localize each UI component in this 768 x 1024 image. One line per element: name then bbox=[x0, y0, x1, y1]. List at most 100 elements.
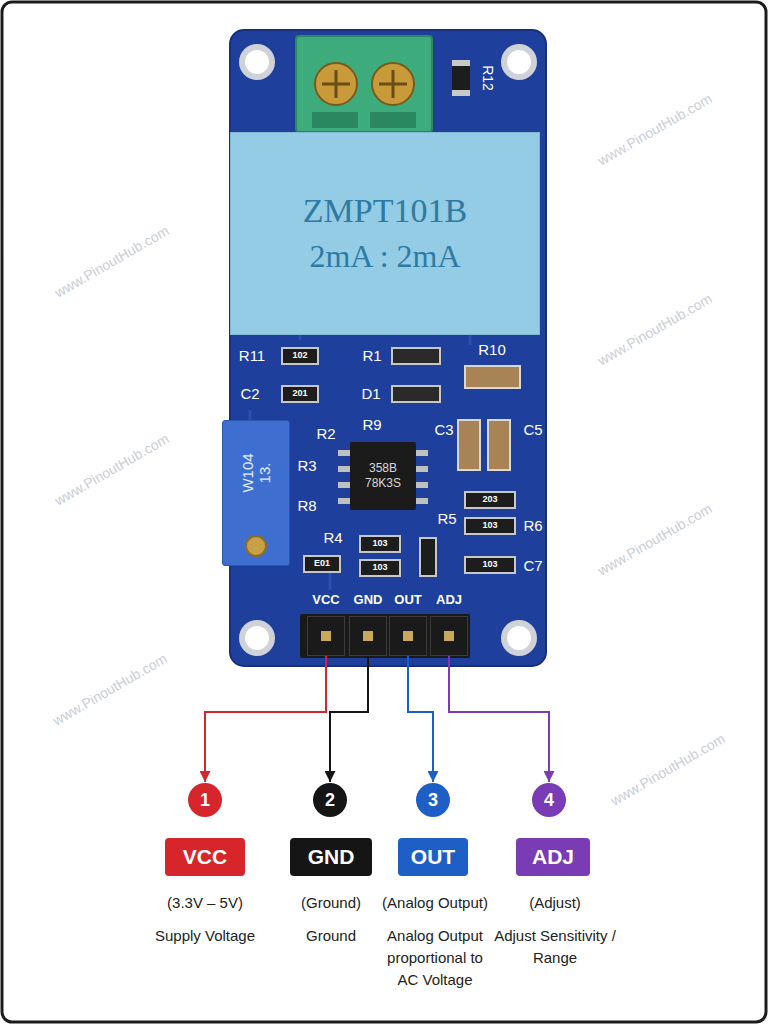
component-label: R3 bbox=[297, 458, 316, 475]
leader-wire bbox=[330, 656, 368, 782]
pin-name: GND bbox=[308, 845, 355, 869]
mounting-hole bbox=[242, 623, 272, 653]
chip-leg bbox=[416, 498, 428, 504]
smd-resistor bbox=[360, 560, 400, 576]
component-label: R5 bbox=[437, 511, 456, 528]
pin-silkscreen: GND bbox=[354, 592, 383, 607]
chip-leg bbox=[338, 498, 350, 504]
header-pin: OUT bbox=[389, 616, 427, 656]
part-code: 102 bbox=[292, 351, 307, 361]
component-label: R8 bbox=[297, 498, 316, 515]
pin-tag: VCC bbox=[165, 838, 245, 876]
number-circle: 2 bbox=[313, 783, 347, 817]
component-label: C7 bbox=[523, 558, 542, 575]
pin-silkscreen: ADJ bbox=[436, 592, 462, 607]
smd-capacitor bbox=[458, 420, 480, 470]
mounting-hole bbox=[504, 623, 534, 653]
pot-marking-block: W10413. bbox=[239, 453, 274, 492]
callout-number: 3 bbox=[428, 790, 438, 811]
chip-leg bbox=[338, 466, 350, 472]
smd-resistor bbox=[465, 518, 515, 534]
component-label: R1 bbox=[362, 348, 381, 365]
smd-capacitor bbox=[465, 366, 520, 388]
smd-cap-end bbox=[452, 90, 470, 96]
smd-parts bbox=[282, 348, 520, 576]
pin-description: Ground bbox=[306, 928, 356, 945]
smd-resistor bbox=[360, 536, 400, 552]
watermark: www.PinoutHub.com bbox=[595, 91, 715, 169]
pin-description: Adjust Sensitivity / Range bbox=[480, 925, 630, 969]
component-label: R9 bbox=[362, 417, 381, 434]
transformer-marking: 2mA : 2mA bbox=[309, 238, 460, 275]
header-pin-metal bbox=[444, 631, 454, 641]
part-code: 103 bbox=[372, 563, 387, 573]
mounting-hole bbox=[242, 47, 272, 77]
pin-range: (Adjust) bbox=[529, 895, 581, 912]
watermark: www.PinoutHub.com bbox=[608, 731, 728, 809]
header-pin: GND bbox=[349, 616, 387, 656]
potentiometer: W10413. bbox=[222, 420, 290, 566]
component-label: C2 bbox=[240, 386, 259, 403]
smd-resistor bbox=[465, 557, 515, 573]
smd-resistor bbox=[282, 386, 318, 402]
pin-name: OUT bbox=[411, 845, 455, 869]
transformer-marking: ZMPT101B bbox=[303, 192, 467, 230]
leader-wire bbox=[408, 656, 433, 782]
component-label: R11 bbox=[239, 348, 265, 365]
pin-description: Analog Output proportional to AC Voltage bbox=[375, 925, 495, 991]
terminal-block bbox=[296, 36, 432, 132]
mounting-hole bbox=[504, 47, 534, 77]
pot-knob bbox=[245, 535, 267, 557]
header-pin: VCC bbox=[307, 616, 345, 656]
smd-resistor bbox=[304, 556, 340, 572]
component-label: R10 bbox=[478, 342, 506, 359]
terminal-opening bbox=[370, 112, 416, 128]
component-label: R4 bbox=[323, 530, 342, 547]
chip-leg bbox=[416, 482, 428, 488]
part-code: 103 bbox=[482, 560, 497, 570]
component-label: C3 bbox=[434, 422, 453, 439]
component-label: R12 bbox=[479, 65, 494, 91]
leader-wire bbox=[205, 656, 326, 782]
component-label: D1 bbox=[361, 386, 380, 403]
pin-range: (3.3V – 5V) bbox=[167, 895, 243, 912]
number-circle: 3 bbox=[416, 783, 450, 817]
watermark: www.PinoutHub.com bbox=[595, 291, 715, 369]
smd-resistor bbox=[282, 348, 318, 364]
chip-leg bbox=[416, 450, 428, 456]
leader-wire bbox=[449, 656, 549, 782]
watermark: www.PinoutHub.com bbox=[50, 651, 170, 729]
pin-silkscreen: OUT bbox=[394, 592, 421, 607]
watermark: www.PinoutHub.com bbox=[52, 223, 172, 301]
pin-range: (Ground) bbox=[301, 895, 361, 912]
pin-range: (Analog Output) bbox=[382, 895, 488, 912]
transformer: ZMPT101B 2mA : 2mA bbox=[230, 132, 540, 335]
header-pin-metal bbox=[321, 631, 331, 641]
callout-number: 4 bbox=[544, 790, 554, 811]
pin-description: Supply Voltage bbox=[155, 928, 255, 945]
chip-leg bbox=[338, 450, 350, 456]
pin-silkscreen: VCC bbox=[312, 592, 339, 607]
component-label: R6 bbox=[523, 518, 542, 535]
pin-tag: OUT bbox=[398, 838, 468, 876]
pin-header bbox=[300, 614, 470, 658]
pot-marking: W104 bbox=[239, 453, 256, 492]
smd-resistor bbox=[452, 60, 470, 96]
part-code: 103 bbox=[482, 521, 497, 531]
smd-resistor bbox=[465, 492, 515, 508]
component-label: R2 bbox=[316, 426, 335, 443]
pin-name: VCC bbox=[183, 845, 227, 869]
smd-diode bbox=[392, 386, 440, 402]
callout-number: 2 bbox=[325, 790, 335, 811]
callout-number: 1 bbox=[200, 790, 210, 811]
terminal-opening bbox=[312, 112, 358, 128]
pcb-board bbox=[230, 30, 546, 666]
component-label: C5 bbox=[523, 422, 542, 439]
smd-cap-end bbox=[452, 60, 470, 66]
chip-marking: 358B bbox=[369, 461, 397, 476]
smd-capacitor bbox=[488, 420, 510, 470]
part-code: 203 bbox=[482, 495, 497, 505]
header-pin-metal bbox=[363, 631, 373, 641]
